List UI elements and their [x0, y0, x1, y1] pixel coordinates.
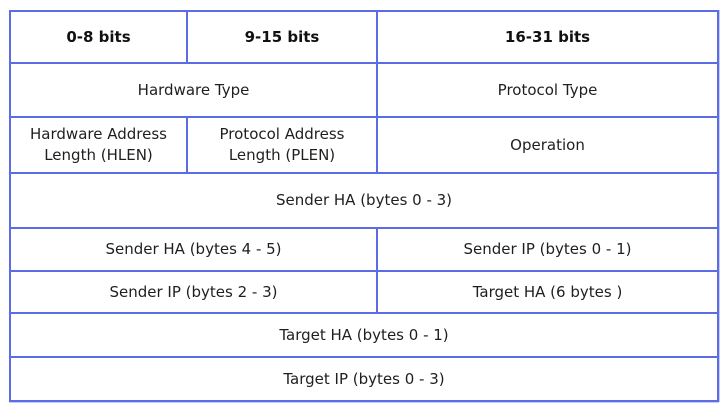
- arp-packet-structure-table: 0-8 bits 9-15 bits 16-31 bits Hardware T…: [9, 10, 719, 402]
- cell-target-ip-bytes-0-3: Target IP (bytes 0 - 3): [11, 358, 717, 400]
- header-cell-bits-16-31: 16-31 bits: [378, 12, 717, 62]
- cell-protocol-address-length: Protocol Address Length (PLEN): [188, 118, 376, 172]
- cell-sender-ip-bytes-0-1: Sender IP (bytes 0 - 1): [378, 229, 717, 270]
- cell-target-ha-bytes-0-1: Target HA (bytes 0 - 1): [11, 314, 717, 356]
- header-cell-bits-0-8: 0-8 bits: [11, 12, 186, 62]
- cell-sender-ip-bytes-2-3: Sender IP (bytes 2 - 3): [11, 272, 376, 312]
- cell-sender-ha-bytes-4-5: Sender HA (bytes 4 - 5): [11, 229, 376, 270]
- header-cell-bits-9-15: 9-15 bits: [188, 12, 376, 62]
- cell-protocol-type: Protocol Type: [378, 64, 717, 116]
- cell-sender-ha-bytes-0-3: Sender HA (bytes 0 - 3): [11, 174, 717, 227]
- cell-hardware-address-length: Hardware Address Length (HLEN): [11, 118, 186, 172]
- cell-operation: Operation: [378, 118, 717, 172]
- cell-hardware-type: Hardware Type: [11, 64, 376, 116]
- cell-target-ha-6-bytes: Target HA (6 bytes ): [378, 272, 717, 312]
